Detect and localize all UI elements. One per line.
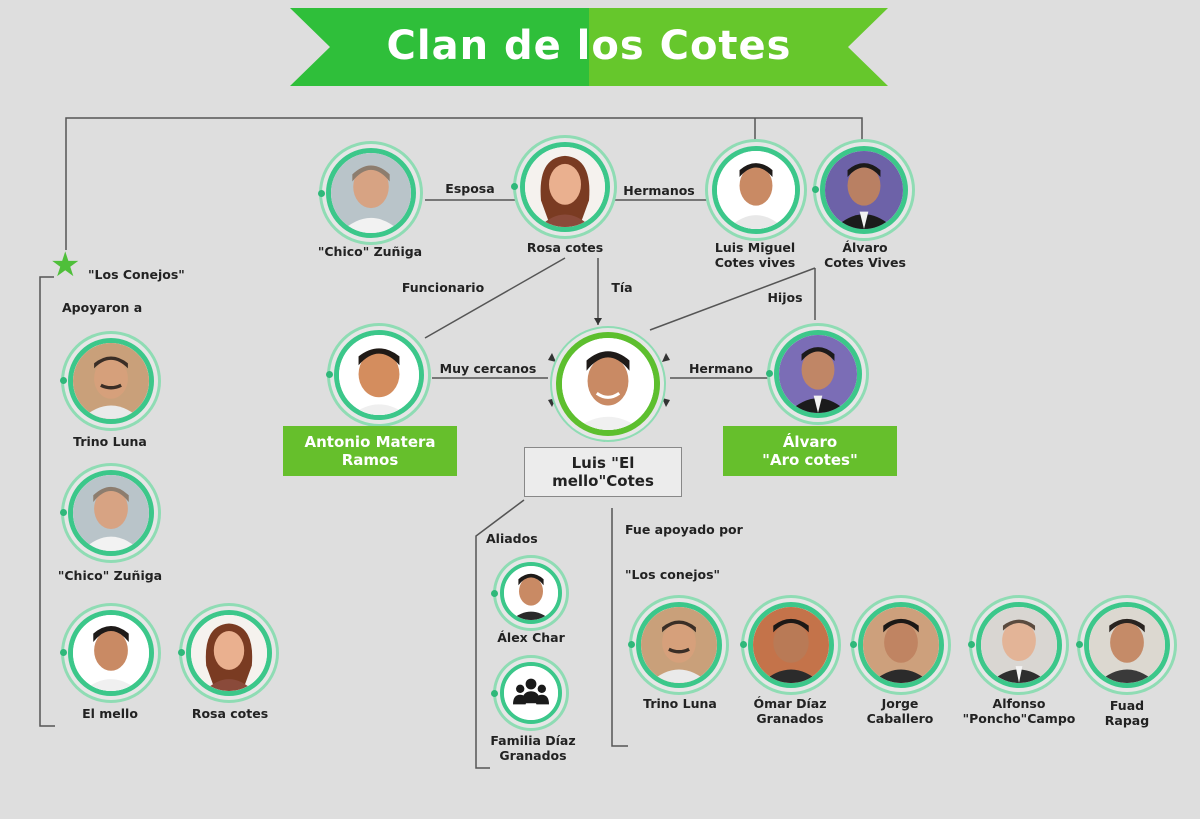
label-luis-miguel-cotes: Luis Miguel Cotes vives — [714, 240, 796, 270]
label-trino-luna-left: Trino Luna — [73, 434, 147, 449]
label-rosa-cotes-left: Rosa cotes — [191, 706, 269, 721]
label-chico-zuniga-top: "Chico" Zuñiga — [317, 244, 423, 259]
ring-dot — [326, 371, 333, 378]
label-alvaro-cotes-vives: Álvaro Cotes Vives — [824, 240, 906, 270]
ring-dot — [491, 590, 498, 597]
label-luis-el-mello: Luis "El mello"Cotes — [524, 447, 682, 497]
relation-hermano: Hermano — [688, 361, 754, 376]
label-alex-char: Álex Char — [497, 630, 565, 645]
ring-dot — [766, 370, 773, 377]
portrait-alfonso-poncho-campo — [976, 602, 1062, 688]
ring-dot — [60, 649, 67, 656]
portrait-jorge-caballero — [858, 602, 944, 688]
label-alfonso-poncho-campo: Alfonso "Poncho"Campo — [962, 696, 1076, 726]
label-trino-luna-bottom: Trino Luna — [643, 696, 717, 711]
label-chico-zuniga-left: "Chico" Zuñiga — [57, 568, 163, 583]
portrait-chico-zuniga-left — [68, 470, 154, 556]
ring-dot — [1076, 641, 1083, 648]
portrait-aro-cotes — [774, 330, 862, 418]
label-aro-cotes: Álvaro "Aro cotes" — [723, 426, 897, 476]
ring-dot — [850, 641, 857, 648]
ring-dot — [511, 183, 518, 190]
ring-dot — [491, 690, 498, 697]
title-banner — [290, 8, 888, 86]
label-jorge-caballero: Jorge Caballero — [866, 696, 934, 726]
relation-funcionario: Funcionario — [401, 280, 485, 295]
label-antonio-matera: Antonio Matera Ramos — [283, 426, 457, 476]
portrait-omar-diaz-granados — [748, 602, 834, 688]
ring-dot — [60, 509, 67, 516]
page-title: Clan de los Cotes — [386, 23, 792, 69]
ring-dot — [318, 190, 325, 197]
group-label-fue-apoyado-por: Fue apoyado por — [625, 522, 743, 537]
relation-hermanos: Hermanos — [623, 183, 695, 198]
label-omar-diaz-granados: Ómar Díaz Granados — [753, 696, 827, 726]
portrait-rosa-cotes-left — [186, 610, 272, 696]
group-label-aliados: Aliados — [486, 531, 538, 546]
portrait-rosa-cotes-top — [520, 142, 610, 232]
star-icon: ★ — [50, 245, 81, 285]
relation-tia: Tía — [611, 280, 633, 295]
relation-esposa: Esposa — [445, 181, 495, 196]
group-label-apoyaron-a: Apoyaron a — [62, 300, 143, 315]
portrait-chico-zuniga-top — [326, 148, 416, 238]
portrait-antonio-matera — [334, 330, 424, 420]
ring-dot — [628, 641, 635, 648]
label-el-mello-left: El mello — [82, 706, 138, 721]
portrait-alex-char — [500, 562, 562, 624]
label-fuad-rapag: Fuad Rapag — [1104, 698, 1150, 728]
relation-muy-cercanos: Muy cercanos — [439, 361, 537, 376]
ring-dot — [968, 641, 975, 648]
ring-dot — [178, 649, 185, 656]
ring-dot — [812, 186, 819, 193]
label-familia-diaz-granados: Familia Díaz Granados — [490, 733, 576, 763]
portrait-luis-el-mello-center — [556, 332, 660, 436]
portrait-familia-diaz-granados — [500, 662, 562, 724]
portrait-trino-luna-bottom — [636, 602, 722, 688]
portrait-alvaro-cotes-vives — [820, 146, 908, 234]
ring-dot — [740, 641, 747, 648]
group-label-los-conejos: "Los Conejos" — [88, 267, 185, 282]
portrait-el-mello-left — [68, 610, 154, 696]
group-label-los-conejos-lower: "Los conejos" — [625, 567, 721, 582]
portrait-trino-luna-left — [68, 338, 154, 424]
relation-hijos: Hijos — [767, 290, 803, 305]
portrait-fuad-rapag — [1084, 602, 1170, 688]
portrait-luis-miguel-cotes — [712, 146, 800, 234]
label-rosa-cotes-top: Rosa cotes — [526, 240, 604, 255]
ring-dot — [60, 377, 67, 384]
group-icon — [504, 666, 558, 720]
